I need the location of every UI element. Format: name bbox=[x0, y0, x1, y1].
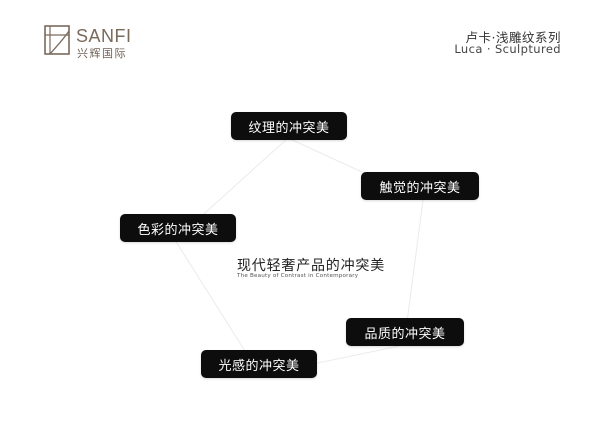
brand-name: SANFI bbox=[76, 26, 132, 46]
center-subtitle: The Beauty of Contrast in Contemporary bbox=[237, 273, 359, 279]
center-title: 现代轻奢产品的冲突美 bbox=[237, 258, 385, 274]
label-texture: 纹理的冲突美 bbox=[231, 112, 347, 140]
series-title-cn: 卢卡·浅雕纹系列 bbox=[465, 30, 561, 45]
label-touch: 触觉的冲突美 bbox=[361, 172, 479, 200]
brand-name-cn: 兴辉国际 bbox=[77, 47, 127, 60]
sanfi-logo-icon bbox=[44, 25, 70, 55]
label-light: 光感的冲突美 bbox=[201, 350, 317, 378]
label-quality: 品质的冲突美 bbox=[346, 318, 464, 346]
series-title-en: Luca · Sculptured bbox=[454, 42, 561, 56]
label-color: 色彩的冲突美 bbox=[120, 214, 236, 242]
